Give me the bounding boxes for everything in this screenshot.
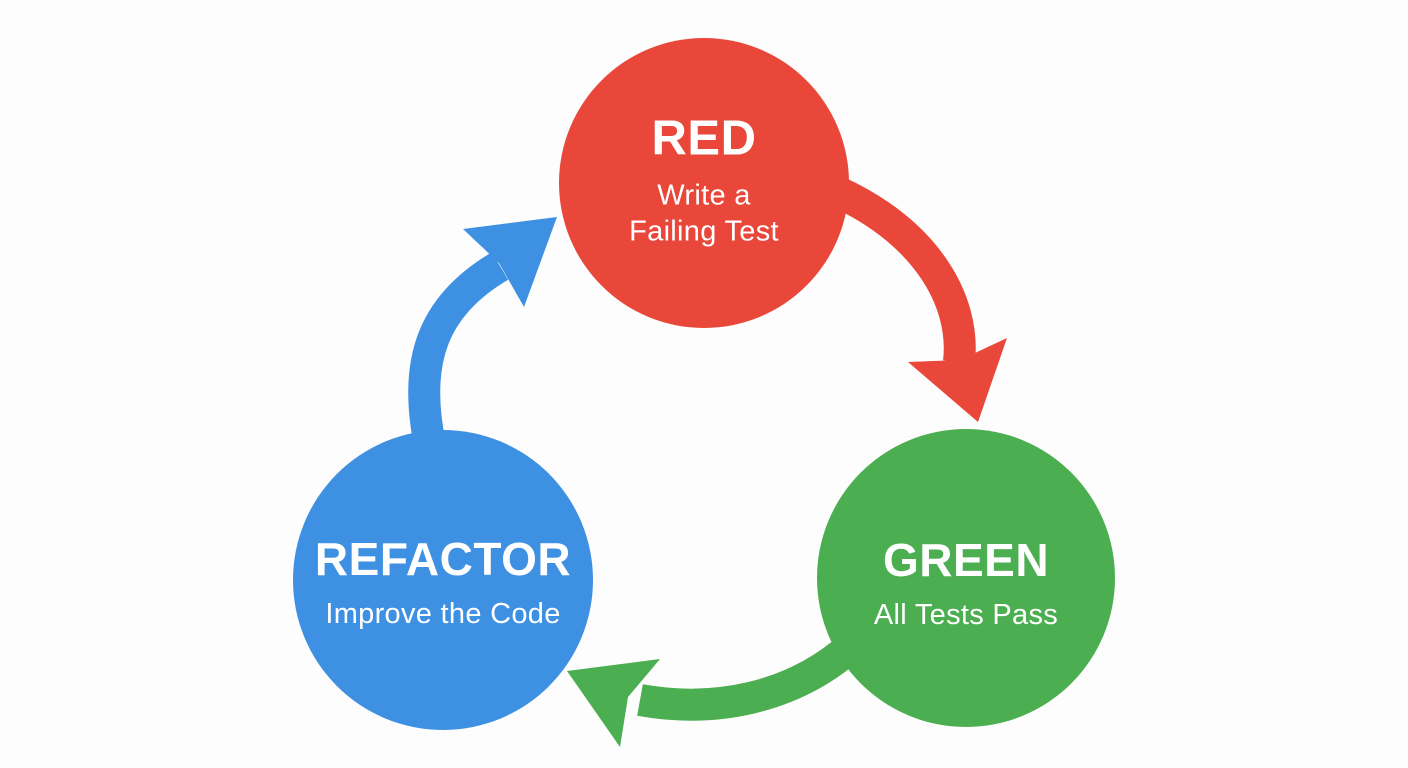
node-green-circle [817,429,1115,727]
node-refactor-circle [293,430,593,730]
arrow-green-to-refactor-band [637,631,866,721]
arrow-refactor-to-red-band [408,252,509,449]
arrow-green-to-refactor-head [567,659,660,747]
arrow-red-to-green-band [831,177,976,364]
arrow-refactor-to-red-head [463,217,557,307]
node-red-circle [559,38,849,328]
arrow-red-to-green [831,177,1007,422]
arrow-red-to-green-head [908,338,1007,422]
arrow-green-to-refactor [567,631,866,747]
arrow-refactor-to-red [408,217,557,449]
